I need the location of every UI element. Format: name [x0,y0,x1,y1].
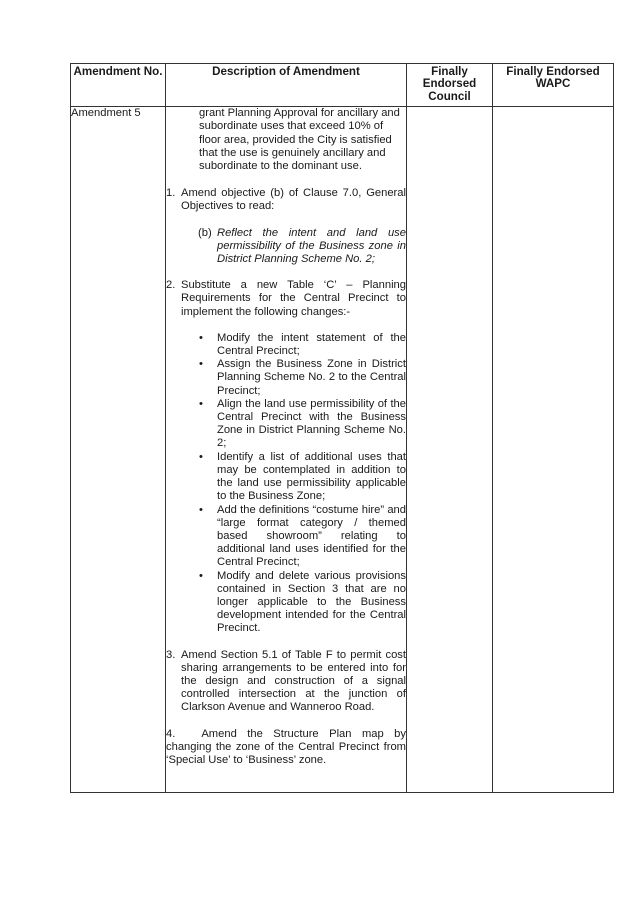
item-number: 2. [166,279,176,292]
header-amendment-no: Amendment No. [70,62,166,108]
bullet-icon: • [199,503,203,516]
sub-item-text: Reflect the intent and land use permissi… [217,226,406,266]
item-text: Amend objective (b) of Clause 7.0, Gener… [181,187,406,213]
list-item: •Modify and delete various provisions co… [199,569,406,635]
sub-item-label: (b) [198,226,212,239]
header-description: Description of Amendment [165,62,407,108]
item-text: Substitute a new Table ‘C’ – Planning Re… [181,279,406,318]
list-item: •Identify a list of additional uses that… [199,450,406,503]
bullet-icon: • [199,450,203,463]
header-finally-endorsed-council: Finally Endorsed Council [406,62,493,108]
list-item: •Assign the Business Zone in District Pl… [199,358,406,397]
bullet-icon: • [199,569,203,582]
amendment-item-1: 1. Amend objective (b) of Clause 7.0, Ge… [166,187,406,266]
table-row: Amendment 5 grant Planning Approval for … [70,106,614,794]
item-number: 3. [166,648,176,661]
continuation-paragraph: grant Planning Approval for ancillary an… [199,107,400,173]
amendment-table: Amendment No. Description of Amendment F… [70,62,614,794]
item-text: Amend Section 5.1 of Table F to permit c… [181,648,406,714]
description-cell: grant Planning Approval for ancillary an… [165,106,407,794]
list-item: •Modify the intent statement of the Cent… [199,331,406,358]
amendment-label: Amendment 5 [71,107,141,120]
council-endorsement-cell [406,106,493,794]
item-text: Amend the Structure Plan map by changing… [166,727,406,766]
amendment-item-2: 2. Substitute a new Table ‘C’ – Planning… [166,279,406,635]
amendment-item-3: 3. Amend Section 5.1 of Table F to permi… [166,649,406,715]
list-item: •Add the definitions “costume hire” and … [199,503,406,569]
sub-item-b: (b) Reflect the intent and land use perm… [198,227,406,267]
change-bullet-list: •Modify the intent statement of the Cent… [181,332,406,636]
amendment-item-4: 4.Amend the Structure Plan map by changi… [166,728,406,768]
bullet-icon: • [199,331,203,344]
bullet-icon: • [199,358,203,371]
list-item: •Align the land use permissibility of th… [199,397,406,450]
header-finally-endorsed-wapc: Finally Endorsed WAPC [492,62,614,108]
bullet-icon: • [199,397,203,410]
table-header-row: Amendment No. Description of Amendment F… [70,62,614,108]
item-number: 1. [166,187,176,200]
amendment-number-cell: Amendment 5 [70,106,166,794]
item-number: 4. [166,727,176,740]
amendment-item-list: 1. Amend objective (b) of Clause 7.0, Ge… [166,187,406,767]
wapc-endorsement-cell [492,106,614,794]
